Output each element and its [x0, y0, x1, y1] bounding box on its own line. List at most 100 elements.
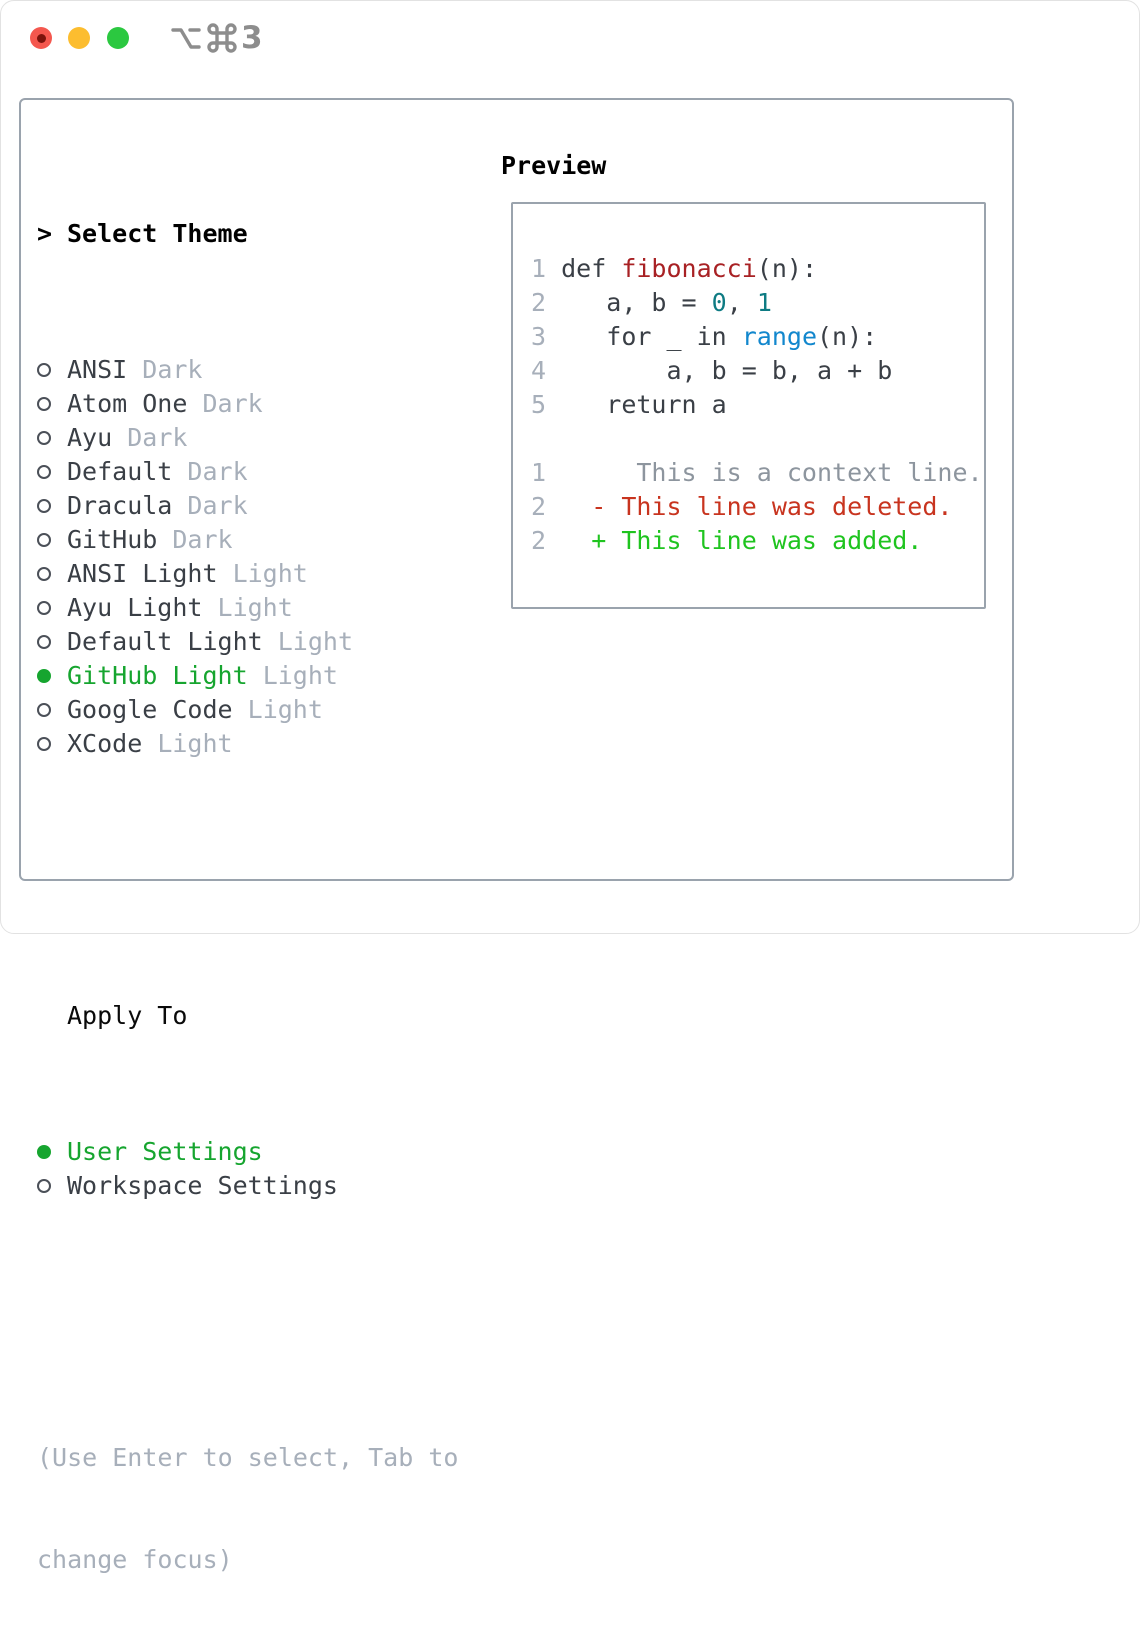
- radio-icon: [37, 727, 67, 761]
- radio-icon: [37, 625, 67, 659]
- theme-variant-tag: Dark: [202, 389, 263, 418]
- code-line-5: 5 return a: [531, 388, 983, 422]
- theme-option-default-light[interactable]: Default Light Light: [37, 625, 458, 659]
- command-key-icon: [207, 23, 237, 53]
- theme-variant-tag: Dark: [127, 423, 188, 452]
- line-number: 1: [531, 254, 547, 283]
- radio-icon: [37, 557, 67, 591]
- code-token-func: fibonacci: [621, 254, 757, 283]
- apply-to-header: Apply To: [37, 999, 458, 1033]
- radio-icon: [37, 455, 67, 489]
- hint-line-2: change focus): [37, 1545, 233, 1574]
- theme-name: ANSI: [67, 355, 128, 384]
- code-line-7: 1 This is a context line.: [531, 456, 983, 490]
- zoom-button[interactable]: [107, 27, 129, 49]
- spacer-row: [37, 1305, 458, 1339]
- apply-option-user-settings[interactable]: User Settings: [37, 1135, 458, 1169]
- code-line-1: 1 def fibonacci(n):: [531, 252, 983, 286]
- code-token-code: a, b =: [546, 288, 712, 317]
- theme-variant-tag: Light: [262, 661, 338, 690]
- window-title-shortcut: 3: [169, 19, 263, 57]
- theme-variant-tag: Light: [217, 593, 293, 622]
- theme-name: Ayu Light: [67, 593, 203, 622]
- code-token-context: This is a context line.: [546, 458, 983, 487]
- line-number: 2: [531, 526, 547, 555]
- apply-option-label: Workspace Settings: [67, 1171, 338, 1200]
- apply-option-workspace-settings[interactable]: Workspace Settings: [37, 1169, 458, 1203]
- code-blank-row: [531, 422, 983, 456]
- theme-name: Atom One: [67, 389, 188, 418]
- code-token-deleted: - This line was deleted.: [546, 492, 953, 521]
- theme-option-github-light[interactable]: GitHub Light Light: [37, 659, 458, 693]
- theme-option-ayu[interactable]: Ayu Dark: [37, 421, 458, 455]
- code-line-2: 2 a, b = 0, 1: [531, 286, 983, 320]
- radio-icon: [37, 353, 67, 387]
- option-key-icon: [171, 28, 201, 49]
- select-theme-header: > Select Theme: [37, 217, 458, 251]
- select-theme-title: Select Theme: [67, 219, 248, 248]
- shortcut-digit: 3: [241, 20, 263, 56]
- theme-name: Ayu: [67, 423, 113, 452]
- line-number: 1: [531, 458, 547, 487]
- code-token-number: 1: [756, 288, 772, 317]
- radio-selected-icon: [37, 1135, 67, 1169]
- prompt-marker: >: [37, 219, 53, 248]
- theme-option-xcode[interactable]: XCode Light: [37, 727, 458, 761]
- line-number: 5: [531, 390, 547, 419]
- code-token-code: for _ in: [546, 322, 742, 351]
- code-token-code: a, b = b, a + b: [546, 356, 893, 385]
- theme-name: Default: [67, 457, 173, 486]
- code-line-3: 3 for _ in range(n):: [531, 320, 983, 354]
- theme-name: ANSI Light: [67, 559, 218, 588]
- theme-variant-tag: Light: [247, 695, 323, 724]
- theme-name: GitHub: [67, 525, 158, 554]
- close-button[interactable]: [30, 27, 52, 49]
- line-number: 2: [531, 288, 547, 317]
- radio-icon: [37, 1169, 67, 1203]
- theme-name: GitHub Light: [67, 661, 248, 690]
- theme-option-google-code[interactable]: Google Code Light: [37, 693, 458, 727]
- radio-icon: [37, 421, 67, 455]
- theme-name: Dracula: [67, 491, 173, 520]
- theme-option-default[interactable]: Default Dark: [37, 455, 458, 489]
- radio-selected-icon: [37, 659, 67, 693]
- code-token-code: (n):: [756, 254, 818, 283]
- theme-variant-tag: Light: [157, 729, 233, 758]
- line-number: 3: [531, 322, 547, 351]
- minimize-button[interactable]: [68, 27, 90, 49]
- spacer-row: [37, 863, 458, 897]
- line-number: 4: [531, 356, 547, 385]
- preview-title: Preview: [501, 151, 607, 180]
- code-token-number: 0: [711, 288, 727, 317]
- apply-option-label: User Settings: [67, 1137, 263, 1166]
- code-line-9: 2 + This line was added.: [531, 524, 983, 558]
- apply-to-title: Apply To: [67, 1001, 188, 1030]
- code-token-code: return a: [546, 390, 727, 419]
- apply-to-indent: [37, 999, 67, 1033]
- theme-option-github[interactable]: GitHub Dark: [37, 523, 458, 557]
- theme-variant-tag: Light: [277, 627, 353, 656]
- code-line-8: 2 - This line was deleted.: [531, 490, 983, 524]
- radio-icon: [37, 523, 67, 557]
- theme-variant-tag: Dark: [142, 355, 203, 384]
- theme-option-dracula[interactable]: Dracula Dark: [37, 489, 458, 523]
- theme-option-ayu-light[interactable]: Ayu Light Light: [37, 591, 458, 625]
- code-token-builtin: range: [741, 322, 817, 351]
- theme-option-ansi-light[interactable]: ANSI Light Light: [37, 557, 458, 591]
- code-token-added: + This line was added.: [546, 526, 923, 555]
- code-token-code: def: [546, 254, 622, 283]
- theme-name: XCode: [67, 729, 143, 758]
- hint-line-1: (Use Enter to select, Tab to: [37, 1443, 459, 1472]
- code-token-code: ,: [726, 288, 757, 317]
- theme-name: Default Light: [67, 627, 263, 656]
- theme-variant-tag: Dark: [187, 457, 248, 486]
- theme-option-atom-one[interactable]: Atom One Dark: [37, 387, 458, 421]
- radio-icon: [37, 489, 67, 523]
- code-token-code: (n):: [817, 322, 878, 351]
- theme-option-ansi[interactable]: ANSI Dark: [37, 353, 458, 387]
